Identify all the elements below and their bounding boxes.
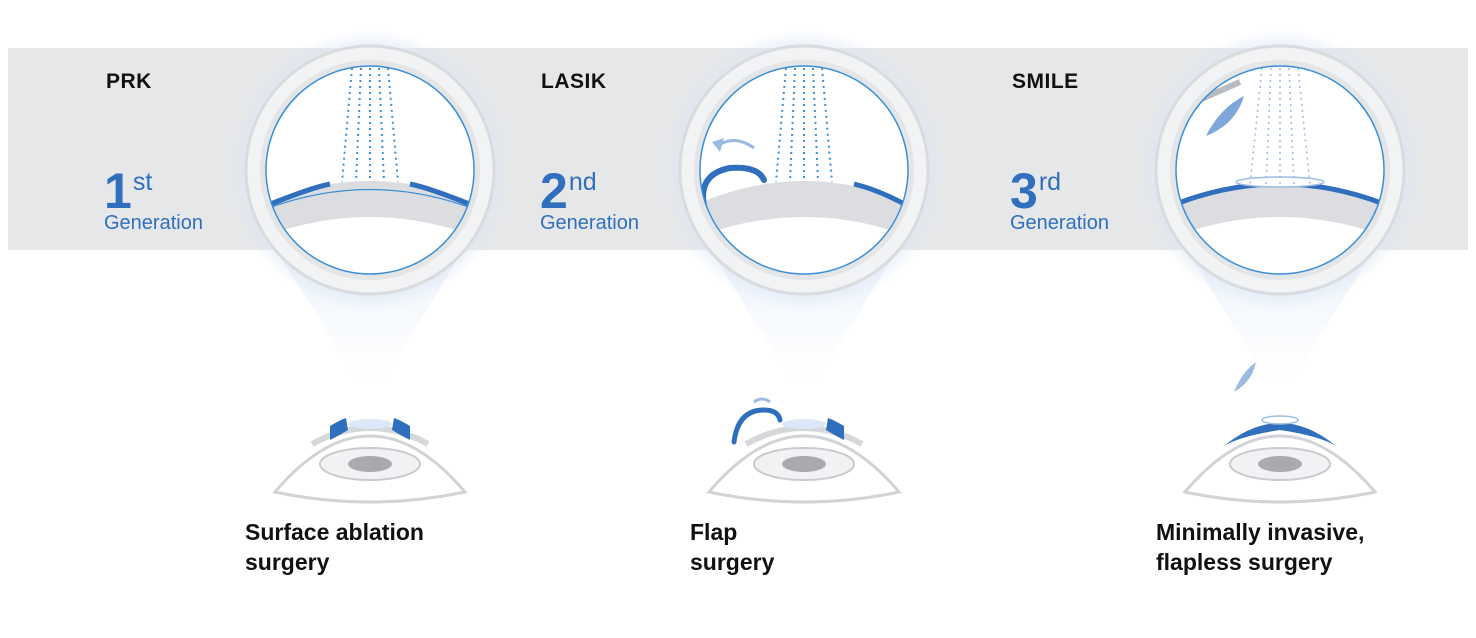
eye-icon <box>272 418 468 504</box>
generation-number: 2 <box>540 163 568 219</box>
generation-word: Generation <box>1010 212 1109 234</box>
generation-label-1: 1st Generation <box>104 166 203 235</box>
eye-icon <box>1182 362 1378 504</box>
caption-line: Surface ablation <box>245 519 424 545</box>
caption-line: flapless surgery <box>1156 549 1333 575</box>
generation-suffix: nd <box>568 168 597 196</box>
generation-suffix: st <box>132 168 153 196</box>
caption-line: Flap <box>690 519 738 545</box>
caption-lasik: Flap surgery <box>690 517 774 577</box>
generation-label-2: 2nd Generation <box>540 166 639 235</box>
caption-prk: Surface ablation surgery <box>245 517 424 577</box>
generation-word: Generation <box>104 212 203 234</box>
laser-beams <box>775 67 833 183</box>
flap-lifted <box>700 164 767 209</box>
caption-line: surgery <box>690 549 775 575</box>
generation-suffix: rd <box>1038 168 1062 196</box>
laser-beams <box>341 67 399 183</box>
smile-illustration <box>1140 30 1420 504</box>
caption-line: surgery <box>245 549 330 575</box>
generation-word: Generation <box>540 212 639 234</box>
generation-number: 1 <box>104 163 132 219</box>
procedure-name-lasik: LASIK <box>541 70 607 93</box>
lasik-illustration <box>664 30 944 504</box>
procedure-name-prk: PRK <box>106 70 152 93</box>
eye-icon <box>706 397 902 504</box>
generation-label-3: 3rd Generation <box>1010 166 1109 235</box>
extracted-lenticule <box>1206 96 1244 136</box>
caption-smile: Minimally invasive, flapless surgery <box>1156 517 1364 577</box>
procedure-name-smile: SMILE <box>1012 70 1079 93</box>
caption-line: Minimally invasive, <box>1156 519 1365 545</box>
generation-number: 3 <box>1010 163 1038 219</box>
laser-beams <box>1249 67 1311 185</box>
prk-illustration <box>230 30 510 504</box>
epithelium-right <box>409 181 474 209</box>
epithelium-left <box>266 181 331 209</box>
